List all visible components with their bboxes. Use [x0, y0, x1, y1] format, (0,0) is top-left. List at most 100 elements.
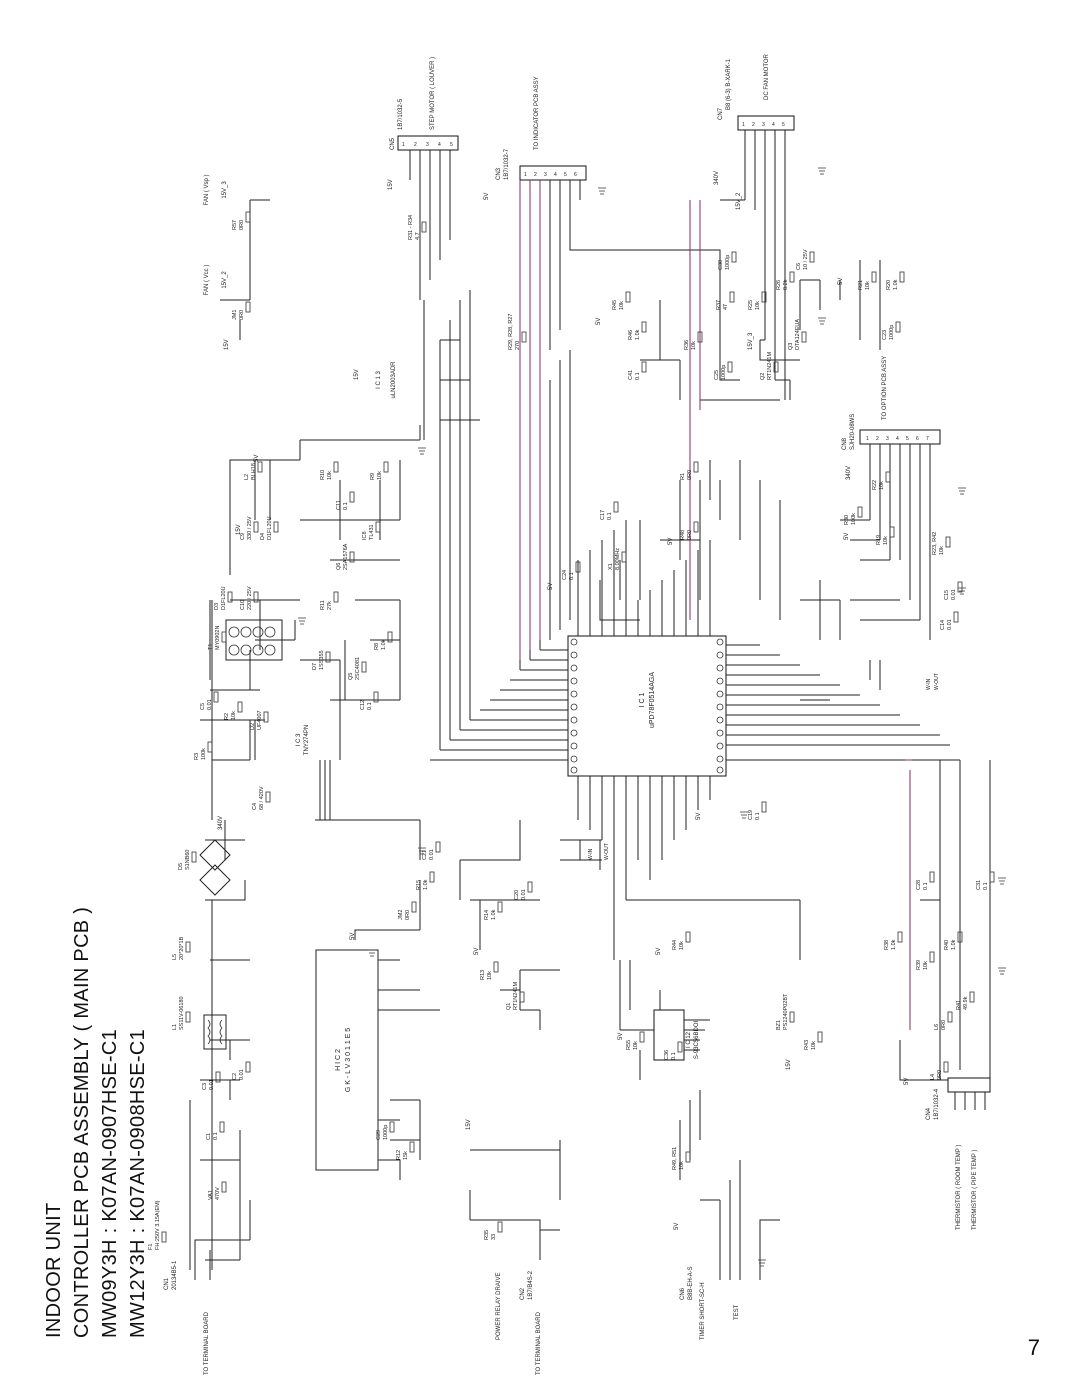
cn7-ref: CN7: [718, 107, 724, 120]
component-value: 49.9k: [963, 996, 969, 1010]
svg-text:1: 1: [402, 142, 405, 148]
component-value: BLH18: [251, 463, 257, 480]
component-symbol: [625, 291, 631, 303]
component-value: 0.01: [209, 1079, 215, 1090]
component-ref: C4: [252, 803, 258, 810]
transformer-t1: [225, 619, 283, 661]
component-symbol: [519, 991, 525, 1003]
component-value: 10k: [679, 941, 685, 950]
svg-text:3: 3: [544, 172, 547, 178]
component-ref: R22: [872, 480, 878, 490]
component-symbol: [929, 951, 935, 963]
svg-text:3: 3: [762, 122, 765, 128]
component-ref: C6: [796, 263, 802, 270]
component-ref: R14: [484, 910, 490, 920]
component-symbol: [219, 1121, 225, 1133]
component-ref: Q5: [348, 673, 354, 680]
rail-15v-3: 15V: [388, 179, 394, 190]
component-value: 10k: [865, 281, 871, 290]
component-ref: R19: [876, 535, 882, 545]
svg-text:7: 7: [926, 436, 929, 442]
rail-15v2: 15V_2: [736, 192, 742, 210]
component-ref: L5: [172, 954, 178, 960]
component-symbol: [349, 491, 355, 503]
cn7-part: B8 (6-3) B-XARK-1: [726, 58, 732, 110]
component-ref: X1: [608, 563, 614, 570]
signal-w-out-2: W-OUT: [934, 673, 940, 690]
component-symbol: [895, 321, 901, 333]
component-value: 2SA1576A: [343, 543, 349, 570]
svg-text:1: 1: [866, 436, 869, 442]
component-value: RT1N241M: [513, 982, 519, 1010]
component-value: 0.01: [239, 1069, 245, 1080]
component-value: 15k: [403, 1151, 409, 1160]
component-value: 2SC4081: [355, 657, 361, 680]
component-value: D1FL20U: [221, 586, 227, 610]
component-value: 0.1: [367, 702, 373, 710]
component-ref: C10: [240, 600, 246, 610]
component-symbol: [871, 271, 877, 283]
cn2-part: 1B7/B4S-2: [528, 1270, 534, 1300]
component-value: 0.1: [923, 882, 929, 890]
component-value: 0.1: [607, 512, 613, 520]
component-symbol: [947, 1011, 953, 1023]
component-symbol: [685, 1151, 691, 1163]
component-value: 0R0: [405, 910, 411, 920]
component-value: 10k: [883, 536, 889, 545]
component-ref: C17: [600, 510, 606, 520]
component-value: D1FL20U: [267, 516, 273, 540]
component-symbol: [929, 871, 935, 883]
rail-15v-6: 15V: [786, 1059, 792, 1070]
component-symbol: [497, 901, 503, 913]
component-symbol: [621, 551, 627, 563]
cn4-part: 1B7/1032-4: [934, 1088, 940, 1120]
component-symbol: [435, 841, 441, 853]
component-value: 1.0k: [951, 939, 957, 950]
component-ref: Q6: [336, 563, 342, 570]
svg-text:2: 2: [876, 436, 879, 442]
svg-text:5: 5: [906, 436, 909, 442]
cn6-part: B8B-EH-A-S: [688, 1266, 694, 1300]
rail-5v-8: 5V: [350, 933, 356, 940]
component-value: 10k: [691, 341, 697, 350]
component-ref: R31 - R34: [408, 215, 414, 240]
component-ref: L6: [934, 1024, 940, 1030]
component-value: TL431: [369, 524, 375, 540]
component-ref: R12: [396, 1150, 402, 1160]
rail-5v-3: 5V: [596, 318, 602, 325]
component-ref: L2: [244, 474, 250, 480]
component-symbol: [493, 961, 499, 973]
cn2-desc: TO TERMINAL BOARD: [536, 1311, 542, 1375]
component-symbol: [789, 271, 795, 283]
component-value: 0.01: [207, 699, 213, 710]
component-value: 4.7: [415, 232, 421, 240]
component-ref: R41: [956, 1000, 962, 1010]
rail-15v-4: 15V: [466, 1119, 472, 1130]
component-ref: D2: [250, 723, 256, 730]
rail-340v-3: 340V: [846, 466, 852, 480]
component-value: 0R0: [687, 470, 693, 480]
component-symbol: [989, 871, 995, 883]
component-symbol: [761, 801, 767, 813]
cn2-ref: CN2: [520, 1287, 526, 1300]
fan-vsp-label: FAN ( Vsp ): [204, 174, 210, 205]
rail-5v-12: 5V: [674, 1223, 680, 1230]
component-value: 10k: [231, 711, 237, 720]
component-symbol: [575, 561, 581, 573]
component-ref: C12: [360, 700, 366, 710]
component-value: 68 / 420V: [259, 786, 265, 810]
component-symbol: [373, 691, 379, 703]
component-symbol: [727, 361, 733, 373]
component-ref: JM2: [398, 910, 404, 920]
component-value: 10k: [633, 1041, 639, 1050]
svg-text:2: 2: [534, 172, 537, 178]
component-symbol: [731, 251, 737, 263]
component-ref: R2: [224, 713, 230, 720]
component-ref: C36: [664, 1050, 670, 1060]
cn1-ref: CN1: [164, 1277, 170, 1290]
cn4-desc1: THERMISTOR ( ROOM TEMP ): [956, 1145, 962, 1230]
rail-5v-4: 5V: [548, 583, 554, 590]
component-ref: C29: [376, 1130, 382, 1140]
rail-5v-6: 5V: [838, 278, 844, 285]
component-symbol: [349, 551, 355, 563]
